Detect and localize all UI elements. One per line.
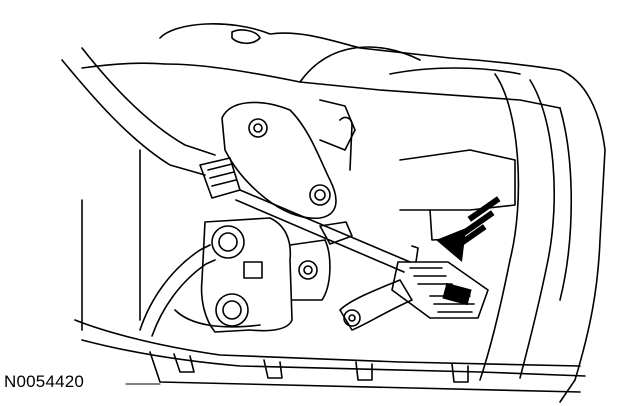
- tube: [140, 245, 260, 336]
- bolt: [249, 119, 267, 137]
- bolt: [216, 294, 248, 326]
- bolt: [212, 226, 244, 258]
- direction-arrow: [436, 196, 501, 262]
- link-arm: [340, 280, 412, 330]
- lower-mounting-bracket: [202, 218, 330, 332]
- hose: [62, 48, 215, 175]
- upper-mounting-bracket: [222, 100, 355, 218]
- shift-control-rod: [236, 190, 410, 272]
- bolt: [310, 185, 330, 205]
- transmission-case: [75, 24, 605, 402]
- figure-id-label: N0054420: [4, 372, 85, 391]
- electrical-connector: [392, 246, 488, 318]
